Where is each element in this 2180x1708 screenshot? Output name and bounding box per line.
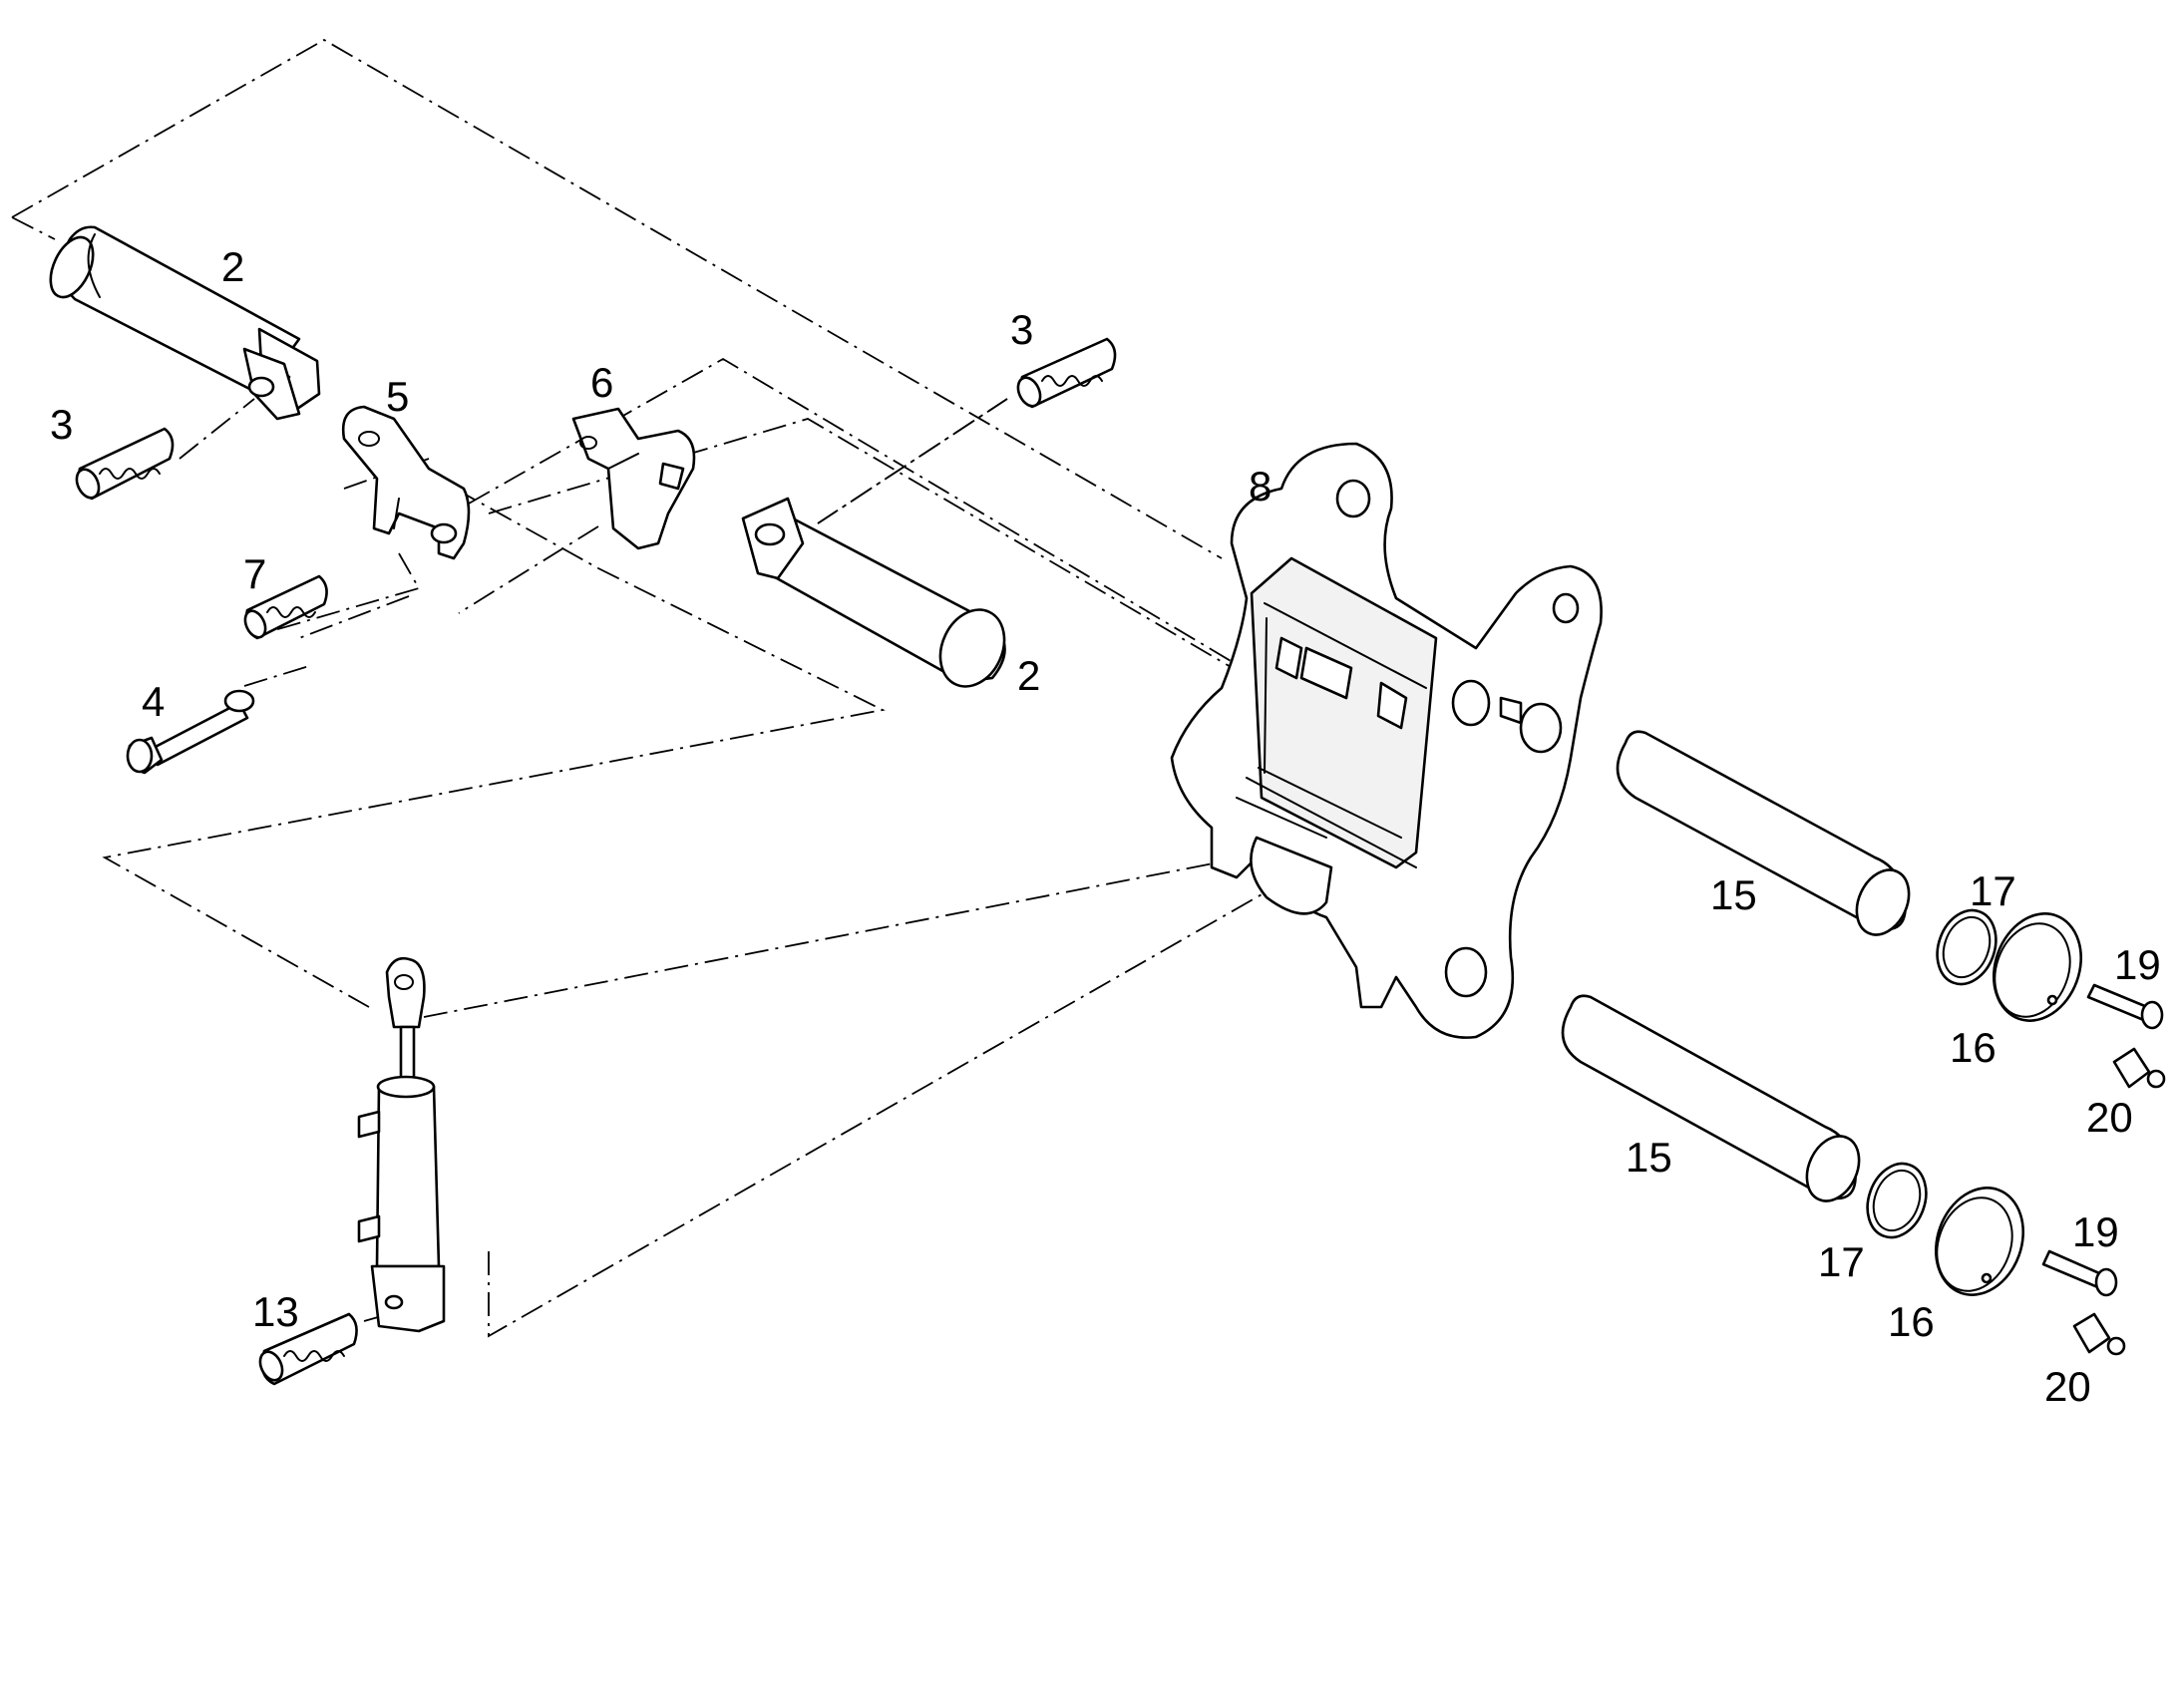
callout-3: 3: [1010, 306, 1033, 353]
grease-nipple-lower: [2072, 1312, 2126, 1356]
cylinder-pin-left: [49, 225, 321, 421]
hex-bolt: [126, 689, 255, 775]
callout-2: 2: [221, 243, 244, 290]
o-ring-lower: [1866, 1162, 1928, 1239]
hydraulic-cylinder: [357, 957, 446, 1333]
roll-pin-small: [243, 574, 328, 640]
callout-16: 16: [1888, 1298, 1935, 1345]
roll-pin-bottom: [258, 1312, 358, 1386]
callout-8: 8: [1249, 463, 1272, 510]
callout-17: 17: [1970, 867, 2016, 914]
cap-screw-upper: [2086, 983, 2164, 1030]
callout-7: 7: [243, 550, 266, 597]
callout-4: 4: [142, 678, 165, 725]
callout-16: 16: [1950, 1024, 1997, 1071]
main-pin-lower: [1561, 994, 1861, 1202]
callout-5: 5: [386, 373, 409, 420]
latch-bracket: [571, 407, 696, 550]
callout-20: 20: [2086, 1094, 2133, 1141]
quick-coupler-frame: [1170, 442, 1603, 1039]
callout-3: 3: [50, 401, 73, 448]
callout-15: 15: [1626, 1134, 1672, 1181]
cap-screw-lower: [2041, 1249, 2118, 1297]
roll-pin-right: [1016, 337, 1117, 409]
callout-2: 2: [1017, 652, 1040, 699]
cover-plate-upper: [1992, 912, 2083, 1022]
callout-17: 17: [1818, 1238, 1865, 1285]
callout-19: 19: [2114, 941, 2161, 988]
roll-pin-left: [75, 427, 175, 501]
callout-6: 6: [590, 359, 613, 406]
link-plate: [341, 405, 471, 560]
grease-nipple-upper: [2112, 1047, 2166, 1089]
callout-19: 19: [2072, 1208, 2119, 1255]
main-pin-upper: [1616, 730, 1911, 936]
cylinder-pin-right: [741, 497, 1006, 688]
o-ring-upper: [1936, 908, 1998, 986]
callout-labels: 2 3 5 6 3 7 4 2 8 15 17 19 16 20 15 17 1…: [50, 243, 2161, 1410]
cover-plate-lower: [1934, 1187, 2025, 1296]
callout-15: 15: [1710, 871, 1757, 918]
callout-20: 20: [2044, 1363, 2091, 1410]
callout-13: 13: [252, 1288, 299, 1335]
assembly-lines: [11, 38, 1347, 1338]
